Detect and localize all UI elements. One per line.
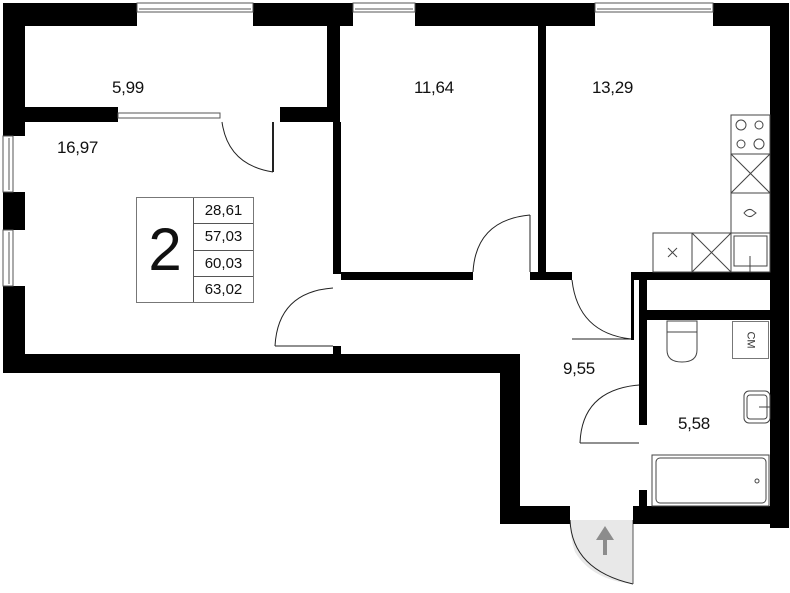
washing-machine-label: СМ [744,331,757,349]
area-label-bedroom: 11,64 [414,78,454,97]
door-living[interactable] [274,287,334,347]
rooms-count: 2 [137,198,194,302]
door-kitchen[interactable] [571,279,632,340]
washbasin-icon [743,390,771,424]
total-area-with-balcony-reduced: 60,03 [194,251,253,277]
area-label-balcony: 5,99 [112,78,144,97]
window-living-left-2 [2,229,14,287]
stove-icon [730,114,771,155]
area-label-bathroom: 5,58 [678,414,710,433]
area-label-living-room: 16,97 [57,138,99,157]
doors [221,121,640,444]
window-balcony-top [136,2,254,13]
dishwasher-icon [652,232,693,273]
total-area-with-balcony: 63,02 [204,280,243,298]
sink-icon [730,232,771,273]
entrance-arrow-icon [596,526,614,555]
total-area: 57,03 [194,224,253,251]
area-summary-list: 28,61 57,03 60,03 63,02 [194,198,253,302]
bathtub-icon [651,454,770,507]
kitchen-fixtures [652,114,771,273]
cabinet-x-icon [691,232,732,273]
door-balcony[interactable] [221,121,274,173]
apartment-summary: 2 28,61 57,03 60,03 63,02 [136,197,254,303]
windows [2,2,714,287]
toilet-icon [666,320,698,363]
window-kitchen-top [594,2,714,13]
window-living-left-1 [2,135,14,193]
washing-machine-icon: СМ [732,321,769,359]
entrance-door[interactable] [569,519,634,585]
walls [3,3,789,528]
bathroom-fixtures [651,320,771,507]
cabinet-x-icon [730,153,771,194]
area-label-kitchen: 13,29 [592,78,634,97]
faucet-icon [730,192,771,234]
door-bathroom[interactable] [579,384,640,444]
area-label-hallway: 9,55 [563,359,595,378]
door-bedroom[interactable] [472,214,531,273]
living-area: 28,61 [194,198,253,225]
window-bedroom-top [352,2,416,13]
balcony-glazed-door [117,112,221,119]
